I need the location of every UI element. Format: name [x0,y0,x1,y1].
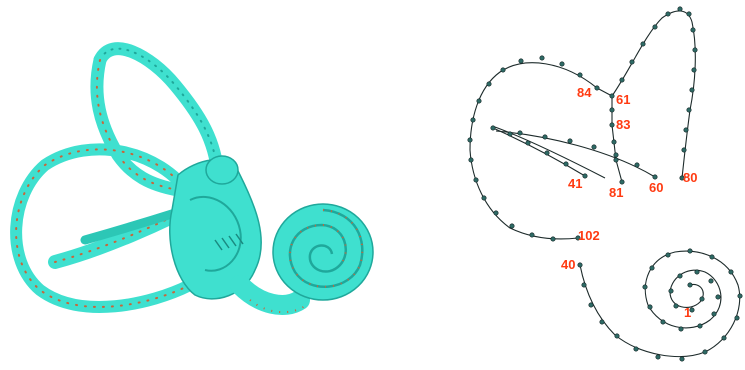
label-81: 81 [609,185,623,200]
label-102: 102 [578,228,600,243]
label-83: 83 [616,117,630,132]
label-60: 60 [649,180,663,195]
label-1: 1 [684,305,691,320]
skeleton-nodes [468,7,742,361]
skeleton-diagram [470,11,740,357]
label-40: 40 [561,257,575,272]
label-41: 41 [568,176,582,191]
label-80: 80 [683,170,697,185]
ampulla [206,156,238,184]
cochlea [273,204,373,300]
inner-ear-3d-model [16,49,373,312]
label-61: 61 [616,92,630,107]
label-84: 84 [577,85,592,100]
skeleton-duct [580,251,740,356]
